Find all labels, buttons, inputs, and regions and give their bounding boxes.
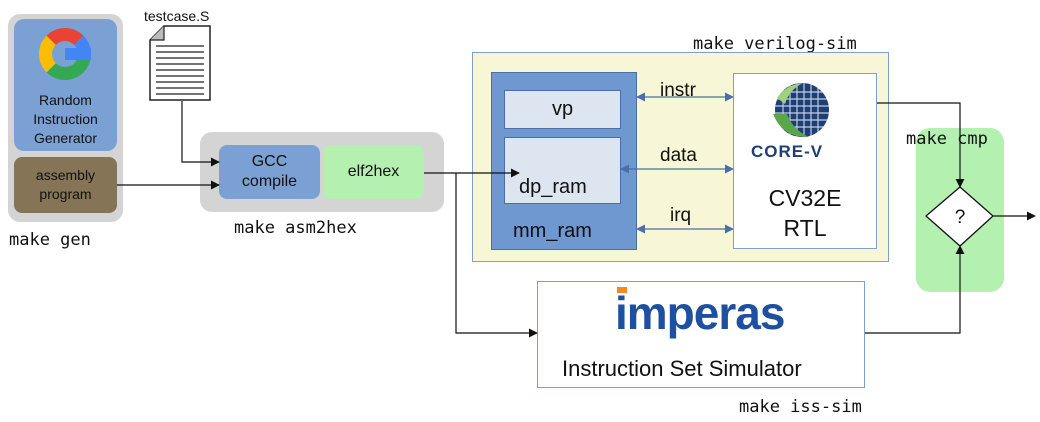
make-asm2hex-label: make asm2hex	[234, 218, 357, 238]
make-gen-label: make gen	[9, 230, 91, 250]
assembly-program-box: assembly program	[14, 157, 117, 213]
generator-line-2: Instruction	[33, 110, 98, 127]
core-v-logo-text: CORE-V	[751, 142, 824, 161]
program-line-1: assembly	[35, 167, 96, 183]
instruction-generator-box: Random Instruction Generator	[14, 19, 117, 151]
bus-data-label: data	[660, 145, 697, 166]
gcc-line-1: GCC	[251, 153, 288, 170]
mm-ram-label: mm_ram	[513, 220, 592, 242]
imperas-logo: imperas	[615, 286, 785, 340]
compare-decision-label: ?	[955, 207, 966, 228]
core-line-2: RTL	[783, 215, 827, 241]
gcc-line-2: compile	[241, 173, 298, 190]
cv32e-rtl-label: CV32E RTL	[733, 182, 877, 244]
generator-label: Random Instruction Generator	[14, 89, 117, 149]
elf2hex-box: elf2hex	[323, 145, 424, 199]
iss-box	[537, 281, 865, 388]
document-icon	[149, 25, 211, 101]
compare-decision-diamond	[925, 186, 994, 247]
imperas-logo-text: imperas	[615, 287, 785, 339]
make-cmp-label: make cmp	[906, 129, 988, 149]
core-line-1: CV32E	[768, 185, 842, 211]
program-line-2: program	[39, 186, 92, 202]
elf2hex-to-iss-arrow	[455, 173, 538, 338]
iss-title: Instruction Set Simulator	[562, 356, 802, 381]
iss-to-cmp-arrow	[865, 245, 965, 334]
vp-box: vp	[504, 90, 621, 129]
gcc-compile-box: GCC compile	[219, 145, 320, 199]
generator-line-3: Generator	[33, 129, 98, 146]
dp-ram-label: dp_ram	[519, 176, 587, 198]
make-iss-sim-label: make iss-sim	[739, 397, 862, 417]
google-g-logo-icon	[38, 23, 96, 81]
testcase-filename: testcase.S	[144, 8, 210, 24]
testcase-to-gcc-arrow	[181, 101, 220, 167]
make-verilog-sim-label: make verilog-sim	[693, 34, 857, 54]
dp-ram-box	[504, 137, 621, 204]
rtl-to-cmp-arrow	[877, 102, 965, 188]
imperas-accent-bar	[617, 287, 627, 293]
core-v-globe-logo-icon	[773, 83, 829, 138]
generator-line-1: Random	[39, 91, 92, 108]
bus-irq-label: irq	[670, 205, 692, 226]
